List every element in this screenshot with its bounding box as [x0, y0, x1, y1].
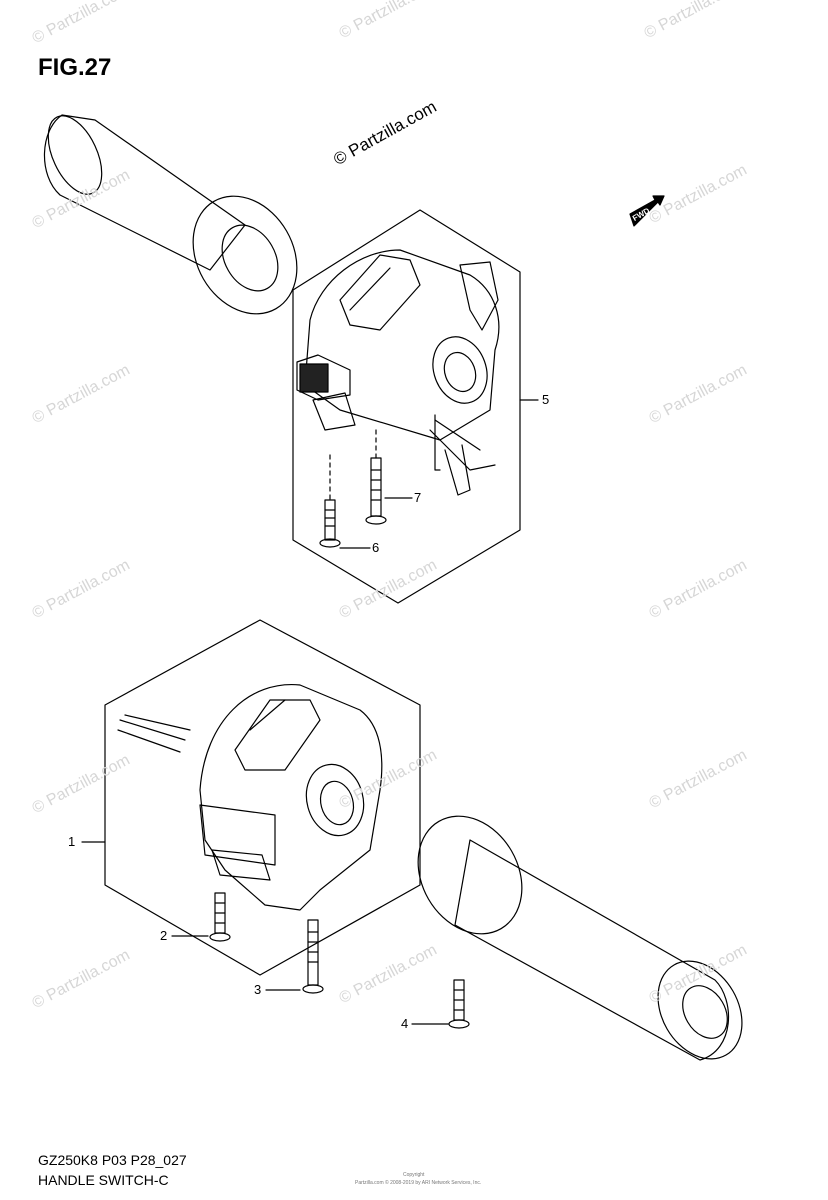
screw-4 — [448, 979, 470, 1029]
figure-title: FIG.27 — [38, 54, 112, 81]
model-code: GZ250K8 P03 P28_027 — [38, 1152, 187, 1168]
upper-assembly-outline — [292, 209, 521, 604]
screw-6 — [319, 454, 341, 548]
callout-1: 1 — [68, 834, 76, 849]
left-handle-switch — [117, 684, 383, 911]
copyright-line: Partzilla.com © 2008-2019 by ARI Network… — [355, 1180, 482, 1186]
callout-7: 7 — [414, 490, 422, 505]
screw-7 — [365, 429, 387, 525]
callout-5: 5 — [542, 392, 550, 407]
callout-2: 2 — [160, 928, 168, 943]
callout-3: 3 — [254, 982, 262, 997]
diagram-caption: HANDLE SWITCH-C — [38, 1172, 169, 1188]
left-grip — [43, 114, 298, 315]
callout-4: 4 — [401, 1016, 409, 1031]
screw-2 — [209, 892, 231, 942]
right-handle-switch — [296, 249, 500, 496]
right-grip — [417, 815, 743, 1061]
lower-assembly-outline — [104, 619, 421, 976]
screw-3 — [302, 919, 324, 994]
fwd-arrow-icon — [629, 195, 665, 227]
copyright-small: Copyright — [403, 1172, 425, 1178]
callout-6: 6 — [372, 540, 380, 555]
